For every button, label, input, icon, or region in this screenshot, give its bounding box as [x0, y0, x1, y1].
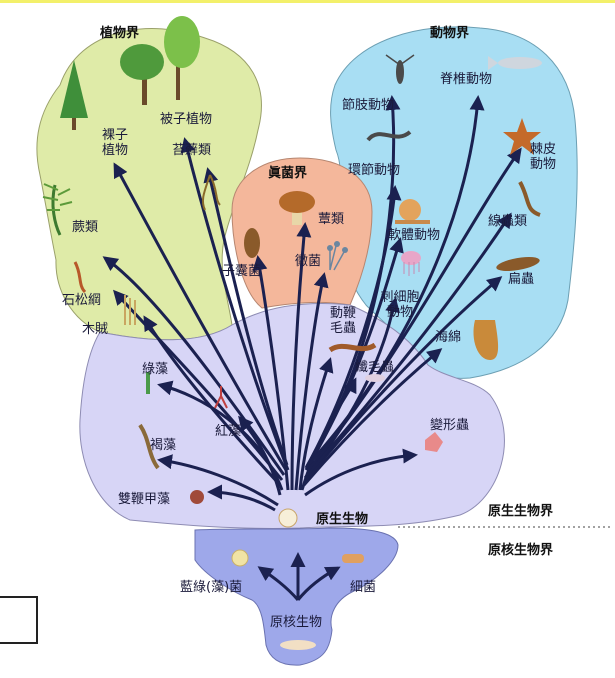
cnidarian-label: 刺細胞動物	[380, 290, 420, 320]
organism-illustrations	[42, 16, 542, 650]
amoeba-icon	[425, 432, 443, 452]
sac-fungi-label: 子囊菌	[222, 264, 262, 279]
club-moss-label: 石松綱	[62, 293, 102, 308]
plant-kingdom-title: 植物界	[100, 26, 140, 41]
prokaryote-cells-icon	[280, 640, 316, 650]
annelid-label: 環節動物	[348, 163, 401, 178]
earthworm-icon	[366, 130, 412, 142]
snail-icon	[395, 199, 430, 224]
horsetail-label: 木賊	[82, 322, 109, 337]
arrow-to-mold	[294, 272, 329, 491]
flagellate-label: 動鞭毛蟲	[329, 306, 356, 336]
protist-kingdom-title: 原生生物界	[488, 504, 554, 519]
arrow-to-club-moss	[113, 289, 284, 481]
mushroom-icon	[279, 191, 315, 225]
prokaryote-label: 原核生物	[270, 615, 323, 630]
roundworm-icon	[518, 181, 541, 217]
cyanobacteria-label: 藍綠(藻)菌	[180, 580, 243, 595]
arrow-to-flagellate	[298, 357, 334, 491]
ciliate-icon	[365, 374, 385, 382]
arrow-to-bacteria	[296, 566, 341, 601]
protist-label: 原生生物	[316, 512, 369, 527]
jellyfish-icon	[401, 251, 421, 276]
cyanobacteria-icon	[231, 549, 249, 567]
arrow-to-flatworm	[304, 276, 503, 481]
vertebrate-label: 脊椎動物	[440, 72, 493, 87]
starfish-icon	[503, 118, 541, 155]
echinoderm-label: 棘皮動物	[529, 142, 556, 172]
brown-algae-label: 褐藻	[150, 438, 177, 453]
fish-icon	[488, 56, 542, 70]
evolution-arrows	[102, 95, 522, 601]
arrow-to-moss	[203, 167, 289, 466]
brown-algae-icon	[138, 423, 160, 470]
flatworm-label: 扁蟲	[508, 272, 535, 287]
club-moss-icon	[73, 261, 87, 294]
green-algae-label: 綠藻	[142, 362, 169, 377]
red-algae-label: 紅藻	[215, 424, 242, 439]
conifer-tree-icon	[60, 60, 88, 130]
arrow-to-fern	[102, 256, 286, 476]
dinoflagellate-label: 雙鞭甲藻	[118, 492, 171, 507]
arrow-to-mushroom	[290, 222, 312, 491]
arrow-to-roundworm	[305, 212, 512, 476]
arrow-to-annelid	[304, 185, 402, 469]
gymnosperm-label: 裸子植物	[101, 128, 128, 158]
fungi-kingdom-title: 眞菌界	[268, 166, 308, 181]
bacteria-icon	[342, 554, 364, 563]
insect-icon	[385, 54, 415, 84]
arthropod-label: 節肢動物	[342, 98, 395, 113]
mollusk-label: 軟體動物	[388, 228, 441, 243]
flagellate-icon	[328, 342, 377, 353]
moss-plant-icon	[201, 174, 221, 211]
arrow-to-dinoflagellate	[207, 484, 276, 512]
dinoflagellate-icon	[190, 490, 204, 504]
arrow-to-brown-algae	[157, 454, 279, 507]
ciliate-label: 纖毛蟲	[355, 360, 395, 375]
arrow-to-gymnosperm	[113, 162, 288, 471]
roundworm-label: 線蟲類	[488, 214, 528, 229]
angiosperm-label: 被子植物	[160, 112, 213, 127]
empty-answer-box	[0, 596, 38, 644]
bacteria-label: 細菌	[350, 580, 377, 595]
arrow-to-arthropod	[305, 95, 401, 467]
moss-label: 苔蘚類	[172, 143, 212, 158]
arrow-to-sponge	[302, 348, 443, 486]
protist-cell-icon	[278, 508, 298, 528]
fern-icon	[42, 183, 73, 236]
arrow-to-sac-fungi	[252, 255, 290, 491]
monera-kingdom-title: 原核生物界	[488, 543, 554, 558]
plant-kingdom-region	[36, 28, 262, 341]
sponge-icon	[473, 320, 499, 360]
horsetail-icon	[124, 295, 136, 325]
arrow-to-amoeba	[304, 448, 418, 497]
sponge-label: 海綿	[435, 330, 462, 345]
animal-kingdom-title: 動物界	[430, 26, 470, 41]
arrow-to-cyanobacteria	[257, 566, 300, 601]
sac-fungi-icon	[244, 228, 260, 258]
mold-icon	[327, 241, 348, 271]
mold-label: 黴菌	[295, 254, 322, 269]
top-highlight-bar	[0, 0, 615, 3]
amoeba-label: 變形蟲	[430, 418, 470, 433]
red-algae-icon	[214, 386, 228, 409]
arrow-to-vertebrate	[307, 95, 485, 466]
deciduous-tree-icon	[120, 16, 200, 105]
arrow-to-angiosperm	[180, 137, 290, 471]
fern-label: 蕨類	[72, 220, 99, 235]
mushroom-label: 蕈類	[318, 212, 345, 227]
flatworm-icon	[496, 256, 540, 272]
